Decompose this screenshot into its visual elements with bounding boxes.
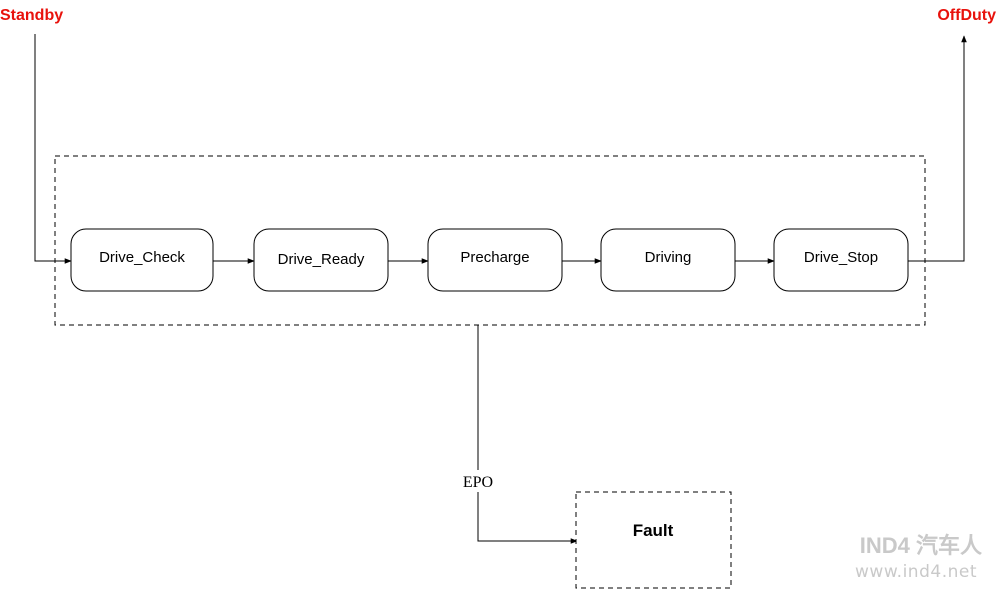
watermark-logo-text: IND4 汽车人: [860, 533, 982, 558]
standby-entry-connector: [34, 34, 72, 264]
epo-connector: [477, 325, 578, 544]
standby-label: Standby: [0, 7, 63, 24]
state-drive-stop: Drive_Stop: [773, 228, 909, 292]
offduty-label: OffDuty: [937, 7, 996, 24]
state-label-drive-stop: Drive_Stop: [804, 249, 878, 266]
fault-label: Fault: [633, 521, 674, 540]
state-label-drive-ready: Drive_Ready: [278, 251, 365, 268]
state-drive-check: Drive_Check: [70, 228, 214, 292]
offduty-exit-connector: [908, 35, 967, 262]
state-driving: Driving: [600, 228, 736, 292]
state-label-driving: Driving: [645, 249, 692, 266]
state-precharge: Precharge: [427, 228, 563, 292]
watermark-logo: IND4 汽车人: [860, 533, 982, 558]
epo-label-background: [456, 470, 500, 492]
epo-label: EPO: [463, 474, 493, 491]
state-label-precharge: Precharge: [460, 249, 529, 266]
watermark-url: www.ind4.net: [855, 562, 977, 582]
state-label-drive-check: Drive_Check: [99, 249, 185, 266]
state-drive-ready: Drive_Ready: [253, 228, 389, 292]
state-fault: Fault: [575, 491, 732, 589]
drive-group-container: [54, 155, 926, 326]
